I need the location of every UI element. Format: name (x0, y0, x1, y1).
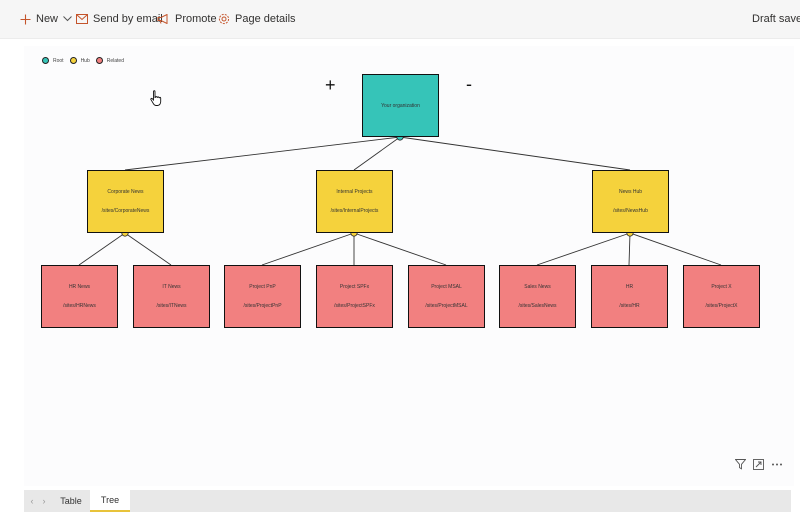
hub-related-connector (78, 232, 126, 266)
hub-related-connector (261, 232, 355, 266)
node-title: Project SPFx (339, 284, 370, 290)
chevron-down-icon (63, 16, 72, 22)
hub-node[interactable]: Internal Projects /sites/InternalProject… (316, 170, 393, 233)
node-title: HR (625, 284, 634, 290)
promote-button[interactable]: Promote (157, 0, 217, 38)
node-url: /sites/HRNews (63, 303, 96, 309)
related-node[interactable]: Project MSAL /sites/ProjectMSAL (408, 265, 485, 328)
root-hub-connector (124, 136, 401, 171)
hub-related-connector (353, 232, 447, 266)
megaphone-icon (157, 14, 170, 24)
page-tab-bar: ‹ › Table Tree (24, 490, 791, 512)
root-node-title: Your organization (381, 102, 420, 109)
node-title: Sales News (524, 284, 551, 290)
legend-root-label: Root (53, 57, 64, 64)
legend: Root Hub Related (42, 57, 124, 64)
related-node[interactable]: HR News /sites/HRNews (41, 265, 118, 328)
related-node[interactable]: Project X /sites/ProjectX (683, 265, 760, 328)
node-url: /sites/HR (619, 303, 640, 309)
root-hub-connector (399, 136, 631, 171)
node-url: /sites/SalesNews (518, 303, 557, 309)
hub-related-connector (628, 232, 631, 266)
node-title: IT News (162, 284, 181, 290)
hub-node[interactable]: Corporate News /sites/CorporateNews (87, 170, 164, 233)
node-url: /sites/ProjectPnP (243, 303, 282, 309)
related-node[interactable]: Project SPFx /sites/ProjectSPFx (316, 265, 393, 328)
zoom-out-button[interactable]: - (466, 74, 472, 94)
hub-related-connector (629, 232, 722, 266)
legend-root: Root (42, 57, 64, 64)
node-title: Internal Projects (336, 189, 373, 195)
legend-related-label: Related (106, 57, 124, 64)
node-url: /sites/ProjectX (705, 303, 738, 309)
legend-hub-label: Hub (80, 57, 90, 64)
prev-tab-arrow-icon[interactable]: ‹ (30, 496, 34, 506)
hand-cursor-icon (150, 90, 162, 111)
mail-icon (76, 14, 88, 24)
legend-root-swatch (42, 57, 49, 64)
tab-tree[interactable]: Tree (90, 490, 130, 512)
node-url: /sites/CorporateNews (101, 208, 150, 214)
node-url: /sites/NewsHub (613, 208, 648, 214)
draft-status: Draft saved 9 (752, 13, 800, 25)
new-button[interactable]: New (20, 0, 72, 38)
related-node[interactable]: IT News /sites/ITNews (133, 265, 210, 328)
gear-icon (218, 13, 230, 25)
node-title: Project PnP (249, 284, 276, 290)
node-url: /sites/ProjectSPFx (334, 303, 375, 309)
root-node[interactable]: Your organization (362, 74, 439, 137)
zoom-in-button[interactable]: + (325, 75, 336, 95)
legend-hub: Hub (69, 57, 90, 64)
command-bar: New Send by email Promote Page details D… (0, 0, 800, 39)
related-node[interactable]: HR /sites/HR (591, 265, 668, 328)
related-node[interactable]: Project PnP /sites/ProjectPnP (224, 265, 301, 328)
promote-label: Promote (175, 13, 217, 25)
tab-table[interactable]: Table (60, 496, 82, 506)
legend-hub-swatch (69, 57, 77, 64)
plus-icon (20, 14, 31, 25)
send-by-email-button[interactable]: Send by email (76, 0, 163, 38)
node-title: Project X (711, 284, 732, 290)
new-label: New (36, 13, 59, 25)
node-url: /sites/InternalProjects (330, 208, 379, 214)
node-title: HR News (68, 284, 91, 290)
node-title: News Hub (618, 189, 643, 195)
filter-icon[interactable] (734, 457, 747, 475)
next-tab-arrow-icon[interactable]: › (42, 496, 46, 506)
node-url: /sites/ProjectMSAL (425, 303, 468, 309)
legend-related: Related (95, 57, 124, 64)
node-title: Corporate News (107, 189, 144, 195)
hub-related-connector (536, 232, 631, 266)
page-details-label: Page details (235, 13, 296, 25)
hub-related-connector (124, 232, 172, 266)
hub-node[interactable]: News Hub /sites/NewsHub (592, 170, 669, 233)
related-node[interactable]: Sales News /sites/SalesNews (499, 265, 576, 328)
legend-related-swatch (95, 57, 103, 64)
node-title: Project MSAL (431, 284, 462, 290)
focus-mode-icon[interactable] (753, 457, 764, 475)
page-details-button[interactable]: Page details (218, 0, 296, 38)
root-hub-connector (353, 136, 401, 171)
send-by-email-label: Send by email (93, 13, 163, 25)
more-options-icon[interactable] (771, 457, 783, 475)
node-url: /sites/ITNews (156, 303, 187, 309)
